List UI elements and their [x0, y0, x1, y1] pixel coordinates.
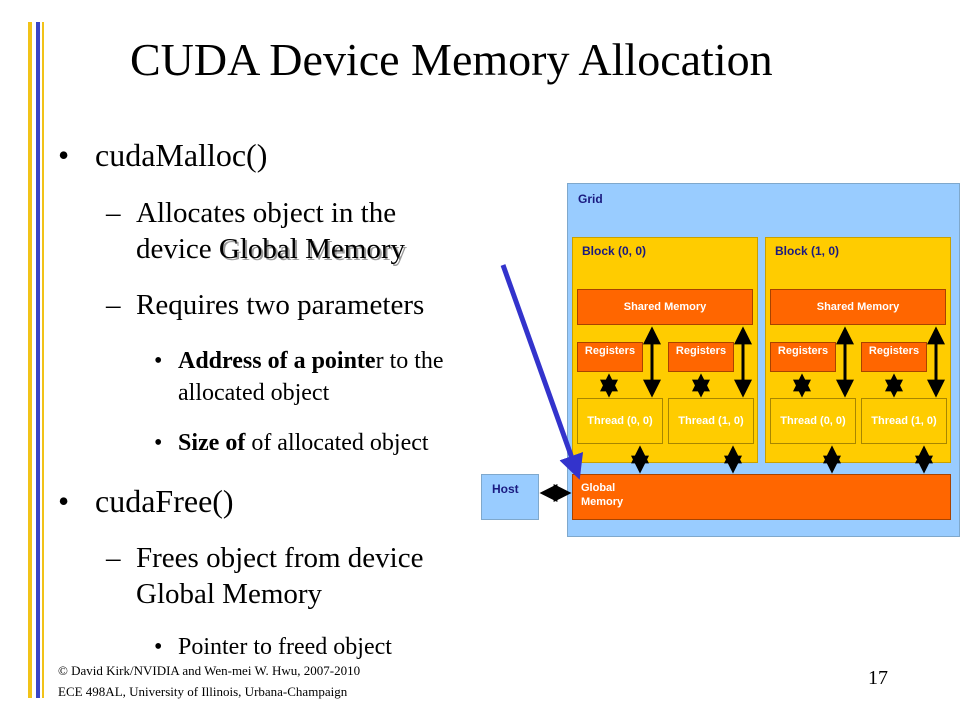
param-address-bold: Address of a pointe: [178, 348, 376, 374]
bullet-dot: •: [154, 634, 163, 660]
thread-block0-0-0: Thread (0, 0): [577, 398, 663, 444]
block-1-0-label: Block (1, 0): [775, 244, 840, 258]
shared-memory-block-0: Shared Memory: [577, 289, 753, 325]
blue-pointer-arrow: [500, 264, 584, 480]
bullet-cudamalloc-text: cudaMalloc(): [95, 137, 268, 173]
shared-memory-block-1: Shared Memory: [770, 289, 946, 325]
page-number: 17: [868, 667, 888, 689]
bullet-dot: •: [58, 483, 70, 519]
dash-marker: –: [106, 197, 121, 229]
param-pointer: • Pointer to freed object: [154, 631, 392, 663]
footer-copyright: © David Kirk/NVIDIA and Wen-mei W. Hwu, …: [58, 663, 361, 678]
grid-label: Grid: [578, 192, 603, 206]
registers-block1-thread0: Registers: [770, 342, 836, 372]
bullet-dot: •: [58, 137, 70, 173]
global-memory-emphasis: Global Memory: [218, 233, 405, 265]
registers-block0-thread1: Registers: [668, 342, 734, 372]
param-address-rest: r to the: [375, 348, 444, 374]
sub-bullet-requires-text: Requires two parameters: [136, 289, 425, 321]
sub-bullet-frees-line2: Global Memory: [136, 578, 323, 610]
global-memory-box: Global Memory: [572, 474, 951, 520]
bullet-cudafree-text: cudaFree(): [95, 483, 234, 519]
left-accent-bar-yellow: [28, 22, 32, 698]
sub-bullet-frees-line1: Frees object from device: [136, 542, 424, 574]
sub-bullet-requires: – Requires two parameters: [106, 287, 425, 323]
dash-marker: –: [106, 289, 121, 321]
dash-marker: –: [106, 542, 121, 574]
param-size-bold: Size of: [178, 430, 246, 456]
sub-bullet-frees: – Frees object from device Global Memory: [106, 540, 424, 612]
device-prefix-text: device: [136, 233, 219, 265]
slide-title: CUDA Device Memory Allocation: [130, 34, 773, 85]
thread-block1-1-0: Thread (1, 0): [861, 398, 947, 444]
bullet-cudafree: • cudaFree(): [58, 481, 234, 521]
sub-bullet-allocates-line2: device Global Memory: [136, 231, 405, 267]
thread-block1-0-0: Thread (0, 0): [770, 398, 856, 444]
param-size-rest: of allocated object: [245, 430, 429, 456]
footer-course: ECE 498AL, University of Illinois, Urban…: [58, 684, 348, 699]
global-memory-label-line1: Global: [581, 482, 616, 494]
bullet-cudamalloc: • cudaMalloc(): [58, 135, 268, 175]
param-address-line1: Address of a pointer to the: [178, 345, 444, 377]
block-0-0-label: Block (0, 0): [582, 244, 647, 258]
registers-block0-thread0: Registers: [577, 342, 643, 372]
left-accent-bar-blue: [36, 22, 40, 698]
sub-bullet-allocates: – Allocates object in the device Global …: [106, 195, 405, 267]
global-memory-label-line2: Memory: [581, 496, 624, 508]
left-accent-bar-yellow-thin: [42, 22, 44, 698]
param-size: • Size of of allocated object: [154, 427, 429, 459]
param-address: • Address of a pointer to the allocated …: [154, 345, 444, 409]
bullet-dot: •: [154, 348, 163, 374]
black-arrows: [539, 326, 945, 502]
host-box: Host: [481, 474, 539, 520]
param-pointer-text: Pointer to freed object: [178, 634, 392, 660]
thread-block0-1-0: Thread (1, 0): [668, 398, 754, 444]
param-address-line2: allocated object: [178, 380, 330, 406]
registers-block1-thread1: Registers: [861, 342, 927, 372]
sub-bullet-allocates-line1: Allocates object in the: [136, 197, 397, 229]
bullet-dot: •: [154, 430, 163, 456]
